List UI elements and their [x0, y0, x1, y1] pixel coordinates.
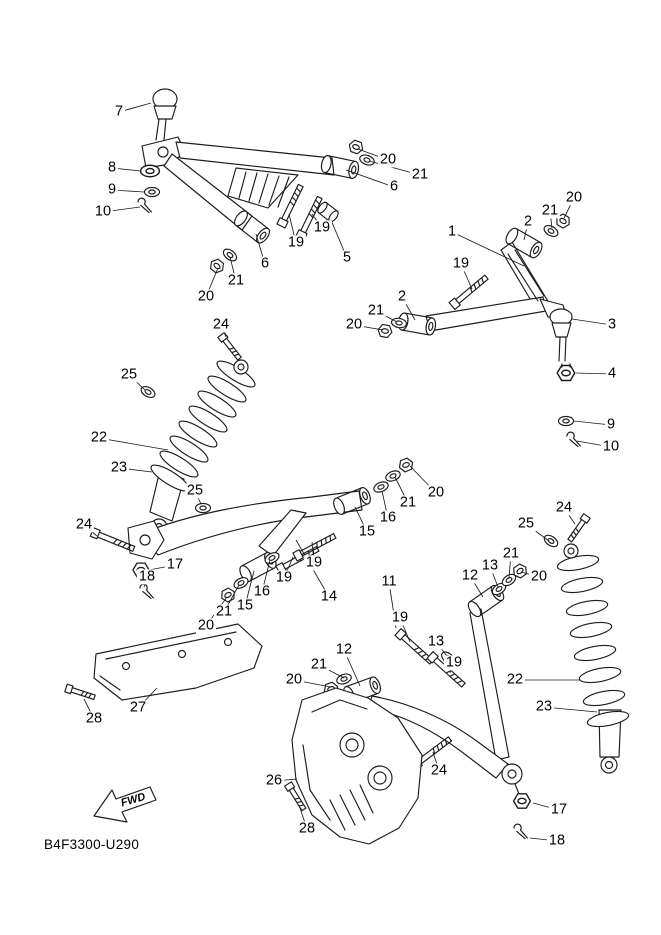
part-callout-22: 22 — [88, 429, 110, 446]
part-callout-4: 4 — [605, 365, 619, 382]
leader-line-1 — [451, 231, 525, 267]
part-callout-13: 13 — [425, 633, 447, 650]
part-callout-26: 26 — [263, 772, 285, 789]
fwd-direction-indicator: FWD — [93, 786, 157, 823]
leader-line-6 — [345, 169, 395, 188]
leader-line-3 — [571, 318, 613, 326]
part-callout-21: 21 — [539, 202, 561, 219]
part-callout-19: 19 — [273, 569, 295, 586]
part-callout-28: 28 — [83, 710, 105, 727]
part-callout-20: 20 — [377, 151, 399, 168]
part-callout-15: 15 — [356, 523, 378, 540]
shock-absorber-right — [541, 513, 630, 774]
part-callout-8: 8 — [105, 159, 119, 176]
part-callout-24: 24 — [73, 516, 95, 533]
disc-guard — [284, 687, 423, 845]
part-callout-11: 11 — [379, 573, 399, 590]
skid-plate — [64, 623, 263, 702]
part-callout-3: 3 — [605, 316, 619, 333]
leader-line-22 — [98, 437, 169, 451]
castle-nut — [512, 793, 532, 809]
part-callout-23: 23 — [533, 698, 555, 715]
part-callout-9: 9 — [604, 416, 618, 433]
part-callout-6: 6 — [258, 255, 272, 272]
shock-mount-bolt — [565, 513, 591, 544]
part-callout-19: 19 — [311, 219, 333, 236]
part-callout-25: 25 — [184, 482, 206, 499]
part-callout-20: 20 — [528, 568, 550, 585]
part-callout-12: 12 — [459, 567, 481, 584]
part-callout-19: 19 — [303, 554, 325, 571]
part-callout-21: 21 — [225, 272, 247, 289]
front-upper-arm-right-assembly — [376, 211, 581, 448]
part-callout-21: 21 — [397, 494, 419, 511]
part-callout-21: 21 — [409, 166, 431, 183]
part-callout-17: 17 — [164, 556, 186, 573]
coil-spring — [556, 554, 600, 572]
part-callout-10: 10 — [600, 438, 622, 455]
part-callout-9: 9 — [105, 181, 119, 198]
part-callout-20: 20 — [425, 484, 447, 501]
part-callout-19: 19 — [443, 654, 465, 671]
front-lower-arm-left-assembly — [89, 456, 416, 605]
part-callout-20: 20 — [195, 288, 217, 305]
part-callout-6: 6 — [387, 178, 401, 195]
part-callout-5: 5 — [340, 249, 354, 266]
part-callout-21: 21 — [365, 302, 387, 319]
part-callout-22: 22 — [504, 671, 526, 688]
part-callout-16: 16 — [377, 509, 399, 526]
part-callout-24: 24 — [553, 499, 575, 516]
part-callout-19: 19 — [389, 609, 411, 626]
part-callout-24: 24 — [210, 316, 232, 333]
arm-bushing — [231, 208, 273, 246]
part-callout-19: 19 — [285, 234, 307, 251]
front-lower-arm-right-assembly — [321, 561, 532, 840]
front-upper-arm-left-assembly — [137, 88, 377, 276]
cotter-pin — [513, 823, 528, 840]
pivot-bolt — [448, 273, 490, 311]
diagram-line-art: FWD — [64, 88, 630, 845]
part-callout-7: 7 — [112, 103, 126, 120]
cotter-pin — [566, 431, 581, 448]
part-callout-18: 18 — [546, 832, 568, 849]
cotter-pin — [139, 583, 154, 600]
part-callout-28: 28 — [296, 820, 318, 837]
skid-plate-screw — [64, 683, 97, 702]
part-callout-1: 1 — [445, 223, 459, 240]
shock-absorber-left — [138, 331, 256, 536]
part-callout-10: 10 — [92, 203, 114, 220]
part-callout-2: 2 — [395, 288, 409, 305]
part-callout-12: 12 — [333, 641, 355, 658]
part-callout-20: 20 — [563, 189, 585, 206]
part-callout-24: 24 — [428, 762, 450, 779]
part-callout-20: 20 — [283, 671, 305, 688]
leader-line-9 — [573, 420, 612, 426]
cotter-pin — [137, 197, 152, 214]
part-callout-15: 15 — [234, 597, 256, 614]
diagram-code: B4F3300-U290 — [44, 837, 140, 852]
part-callout-17: 17 — [548, 801, 570, 818]
part-callout-19: 19 — [450, 255, 472, 272]
fwd-arrow — [93, 786, 157, 823]
part-callout-21: 21 — [308, 656, 330, 673]
part-callout-2: 2 — [521, 213, 535, 230]
part-callout-18: 18 — [136, 568, 158, 585]
part-callout-13: 13 — [479, 557, 501, 574]
arm-bushing — [319, 154, 361, 180]
part-callout-20: 20 — [195, 617, 217, 634]
shock-mount-bolt — [217, 331, 244, 362]
part-callout-27: 27 — [127, 699, 149, 716]
part-callout-23: 23 — [108, 459, 130, 476]
part-callout-20: 20 — [343, 316, 365, 333]
part-callout-25: 25 — [515, 515, 537, 532]
part-callout-21: 21 — [213, 603, 235, 620]
part-callout-16: 16 — [251, 583, 273, 600]
part-callout-25: 25 — [118, 366, 140, 383]
part-callout-21: 21 — [500, 545, 522, 562]
part-callout-14: 14 — [318, 588, 340, 605]
